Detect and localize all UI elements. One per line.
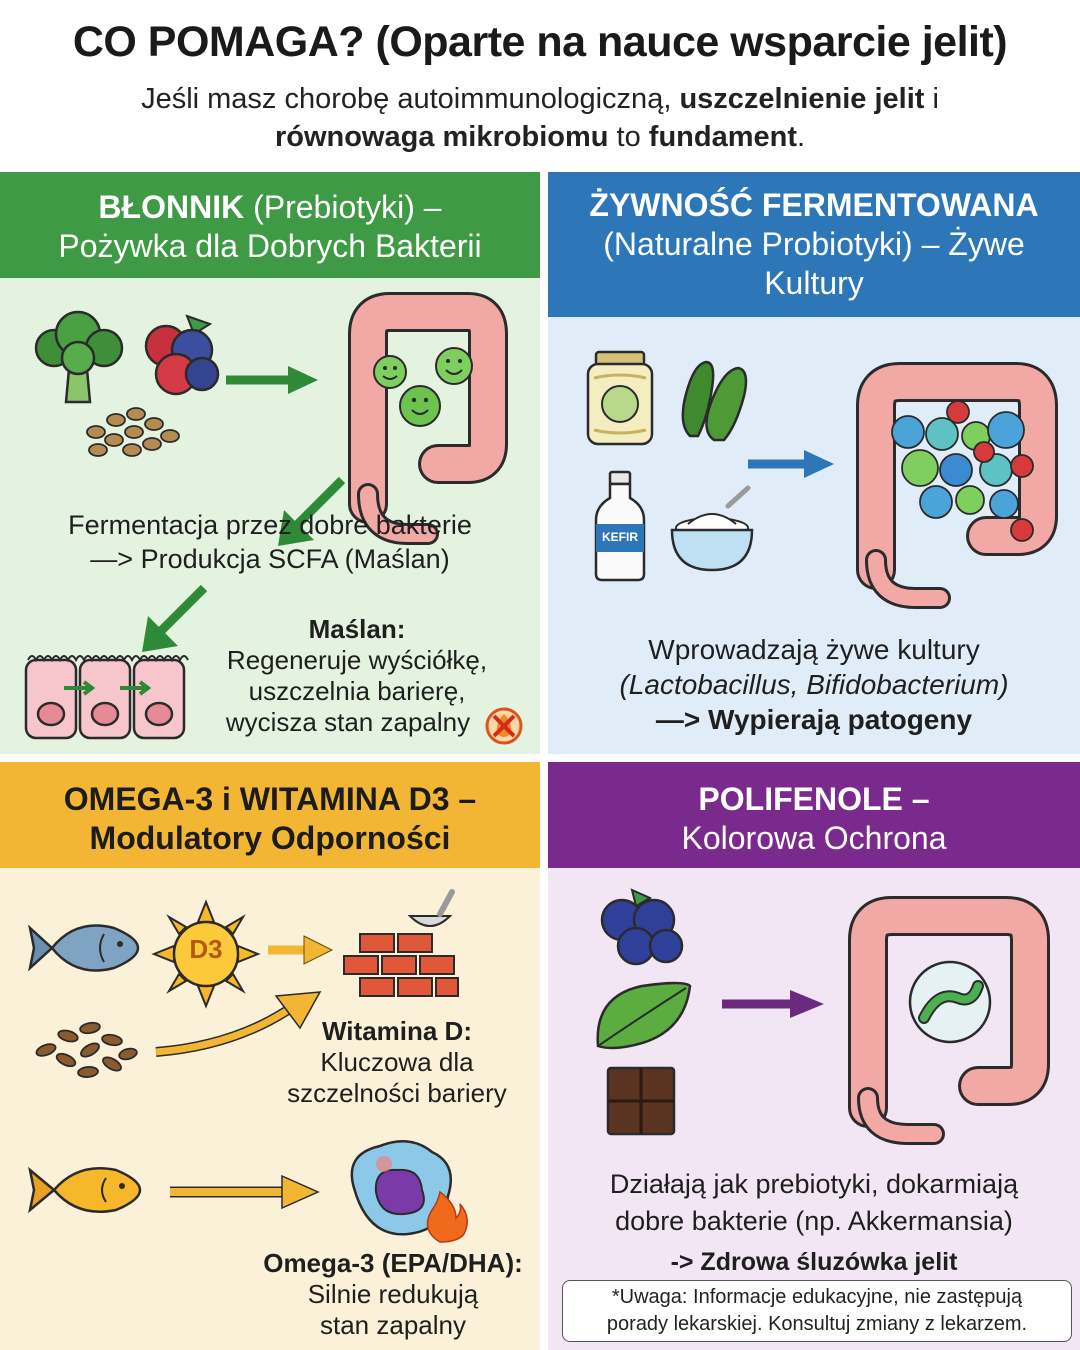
vitamin-d-line: Kluczowa dla [320, 1047, 474, 1077]
fish-icon [28, 924, 140, 972]
title-light: (Prebiotyki) – [244, 189, 442, 225]
butyrate-heading: Maślan: [308, 614, 406, 644]
panel-polyphenols-title: POLIFENOLE – Kolorowa Ochrona [548, 762, 1080, 868]
arrow-down-left-icon [278, 476, 346, 546]
sun-vitamin-d3-icon [151, 899, 261, 1009]
disclaimer-box: *Uwaga: Informacje edukacyjne, nie zastę… [562, 1280, 1072, 1342]
arrow-right-icon [748, 450, 834, 478]
title-line: Kultury [764, 265, 864, 301]
omega-line: stan zapalny [320, 1310, 466, 1340]
polyphenols-description: Działają jak prebiotyki, dokarmiają dobr… [562, 1166, 1066, 1281]
butyrate-text: Maślan: Regeneruje wyściółkę, uszczelnia… [196, 614, 518, 738]
panel-fermented-title: ŻYWNOŚĆ FERMENTOWANA (Naturalne Probioty… [548, 172, 1080, 317]
description-line: Działają jak prebiotyki, dokarmiają [609, 1169, 1019, 1199]
barrier-bricks-icon [343, 889, 459, 997]
omega-heading: Omega-3 (EPA/DHA): [263, 1248, 523, 1278]
butyrate-line: Regeneruje wyściółkę, [226, 645, 488, 675]
header: CO POMAGA? (Oparte na nauce wsparcie jel… [0, 0, 1080, 172]
page-title: CO POMAGA? (Oparte na nauce wsparcie jel… [72, 18, 1008, 66]
butyrate-line: wycisza stan zapalny [225, 707, 471, 737]
sun-label: D3 [189, 934, 223, 964]
flax-seeds-icon [35, 1021, 138, 1078]
description-line-emphasis: -> Zdrowa śluzówka jelit [670, 1248, 958, 1276]
gut-lining-cells-icon [24, 655, 189, 740]
arrow-down-left-icon [142, 584, 208, 652]
description-line-emphasis: —> Wypierają patogeny [655, 704, 973, 735]
subtitle-emphasis-microbiome: równowaga mikrobiomu [274, 121, 609, 153]
dark-chocolate-icon [606, 1066, 676, 1136]
subtitle-text: Jeśli masz chorobę autoimmunologiczną, [141, 83, 680, 115]
subtitle-text: to [608, 121, 649, 153]
fermentation-line: —> Produkcja SCFA (Maślan) [90, 544, 450, 574]
arrow-right-icon [268, 935, 334, 965]
panel-fiber-title: BŁONNIK (Prebiotyki) – Pożywka dla Dobry… [0, 172, 540, 278]
fish-icon [28, 1166, 142, 1214]
title-line: Modulatory Odporności [89, 820, 451, 856]
green-tea-leaf-icon [596, 981, 692, 1050]
no-inflammation-icon [485, 707, 523, 745]
subtitle-emphasis-sealing: uszczelnienie jelit [679, 83, 925, 115]
vitamin-d-line: szczelności bariery [287, 1078, 507, 1108]
title-bold: BŁONNIK [98, 189, 245, 225]
fermented-description: Wprowadzają żywe kultury (Lactobacillus,… [568, 632, 1060, 737]
title-line: OMEGA-3 i WITAMINA D3 – [63, 781, 477, 817]
title-line: Kolorowa Ochrona [681, 820, 947, 856]
panel-polyphenols: POLIFENOLE – Kolorowa Ochrona Działają j… [548, 762, 1080, 1350]
description-line: dobre bakterie (np. Akkermansia) [615, 1206, 1013, 1236]
page-subtitle: Jeśli masz chorobę autoimmunologiczną, u… [90, 80, 990, 156]
arrow-curved-up-icon [155, 991, 322, 1057]
disclaimer-line: porady lekarskiej. Konsultuj zmiany z le… [606, 1313, 1028, 1335]
panel-fermented: ŻYWNOŚĆ FERMENTOWANA (Naturalne Probioty… [548, 172, 1080, 754]
subtitle-text: . [797, 121, 806, 153]
lentils-icon [86, 407, 180, 457]
immune-cell-icon [350, 1139, 468, 1243]
arrow-right-icon [170, 1174, 320, 1210]
panel-omega-title: OMEGA-3 i WITAMINA D3 – Modulatory Odpor… [0, 762, 540, 868]
intestine-icon [348, 292, 508, 545]
sauerkraut-jar-icon [586, 350, 654, 446]
title-line: POLIFENOLE – [698, 781, 930, 817]
title-line: (Naturalne Probiotyki) – Żywe [603, 226, 1025, 262]
omega-line: Silnie redukują [307, 1279, 479, 1309]
vitamin-d-text: Witamina D: Kluczowa dla szczelności bar… [262, 1016, 532, 1109]
panel-fiber: BŁONNIK (Prebiotyki) – Pożywka dla Dobry… [0, 172, 540, 754]
description-line: Wprowadzają żywe kultury [648, 634, 980, 665]
description-line-bacteria: (Lactobacillus, Bifidobacterium) [619, 669, 1009, 700]
arrow-right-icon [722, 990, 824, 1018]
disclaimer-line: *Uwaga: Informacje edukacyjne, nie zastę… [611, 1286, 1023, 1308]
blueberries-icon [600, 888, 684, 966]
yogurt-bowl-icon [670, 485, 754, 572]
intestine-akkermansia-icon [848, 896, 1050, 1145]
fermentation-text: Fermentacja przez dobre bakterie —> Prod… [20, 508, 520, 576]
panel-divider-horizontal [0, 754, 1080, 762]
subtitle-text: i [924, 83, 939, 115]
omega-text: Omega-3 (EPA/DHA): Silnie redukują stan … [250, 1248, 536, 1341]
kefir-bottle-icon [594, 470, 646, 582]
arrow-right-icon [226, 366, 318, 394]
intestine-microbiome-icon [856, 362, 1058, 609]
kefir-label: KEFIR [602, 530, 638, 544]
pickles-icon [681, 360, 748, 442]
panel-omega: OMEGA-3 i WITAMINA D3 – Modulatory Odpor… [0, 762, 540, 1350]
vitamin-d-heading: Witamina D: [322, 1016, 472, 1046]
berries-icon [144, 314, 220, 396]
title-line: ŻYWNOŚĆ FERMENTOWANA [589, 187, 1039, 223]
butyrate-line: uszczelnia barierę, [248, 676, 466, 706]
broccoli-icon [34, 310, 124, 404]
fermentation-line: Fermentacja przez dobre bakterie [68, 510, 472, 540]
title-line: Pożywka dla Dobrych Bakterii [58, 228, 482, 264]
subtitle-emphasis-foundation: fundament [648, 121, 797, 153]
